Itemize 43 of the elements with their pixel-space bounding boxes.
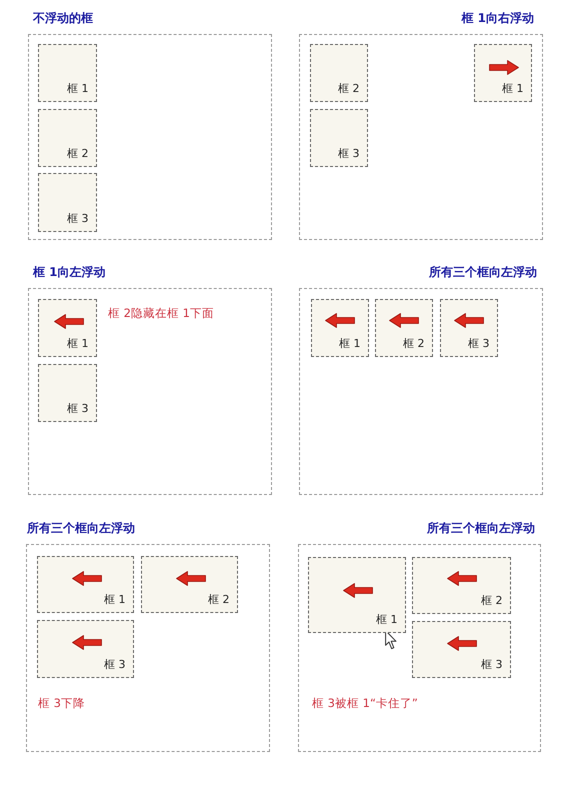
float-box xyxy=(308,556,406,632)
box-label: 框 1 xyxy=(339,336,360,350)
note-text: 框 3被框 1“卡住了” xyxy=(312,696,418,711)
box-label: 框 3 xyxy=(468,336,490,350)
box-label: 框 2 xyxy=(481,594,502,606)
float-box xyxy=(310,44,368,102)
box-label: 框 3 xyxy=(104,658,126,670)
box-label: 框 2 xyxy=(338,82,360,94)
box-label: 框 3 xyxy=(67,212,88,224)
note-text: 框 2隐藏在框 1下面 xyxy=(108,306,214,321)
panel-heading: 不浮动的框 xyxy=(33,11,93,26)
float-box xyxy=(38,298,96,356)
box-label: 框 2 xyxy=(403,336,424,350)
panel-heading: 框 1向左浮动 xyxy=(33,265,106,280)
box-label: 框 3 xyxy=(338,146,360,160)
panel-heading: 所有三个框向左浮动 xyxy=(429,265,537,280)
panel-heading: 所有三个框向左浮动 xyxy=(427,521,535,536)
panel-heading: 框 1向右浮动 xyxy=(461,11,534,26)
box-label: 框 2 xyxy=(208,592,230,606)
float-box xyxy=(36,620,134,678)
float-box xyxy=(310,298,368,356)
panel-heading: 所有三个框向左浮动 xyxy=(27,521,135,536)
box-label: 框 1 xyxy=(376,612,398,626)
float-box xyxy=(38,364,96,422)
box-label: 框 1 xyxy=(104,592,126,606)
float-box xyxy=(140,556,238,612)
box-label: 框 1 xyxy=(67,336,88,350)
float-box xyxy=(36,556,134,612)
float-box xyxy=(38,172,96,232)
box-label: 框 1 xyxy=(502,82,524,94)
box-label: 框 3 xyxy=(481,658,502,670)
box-label: 框 3 xyxy=(67,402,88,414)
float-box xyxy=(412,620,510,678)
box-label: 框 2 xyxy=(67,146,88,160)
float-box xyxy=(310,108,368,166)
float-box xyxy=(412,556,510,614)
box-label: 框 1 xyxy=(67,82,88,94)
note-text: 框 3下降 xyxy=(38,696,85,711)
float-box xyxy=(38,44,96,102)
float-box xyxy=(474,44,532,102)
float-box xyxy=(374,298,432,356)
float-box xyxy=(440,298,498,356)
float-box xyxy=(38,108,96,166)
